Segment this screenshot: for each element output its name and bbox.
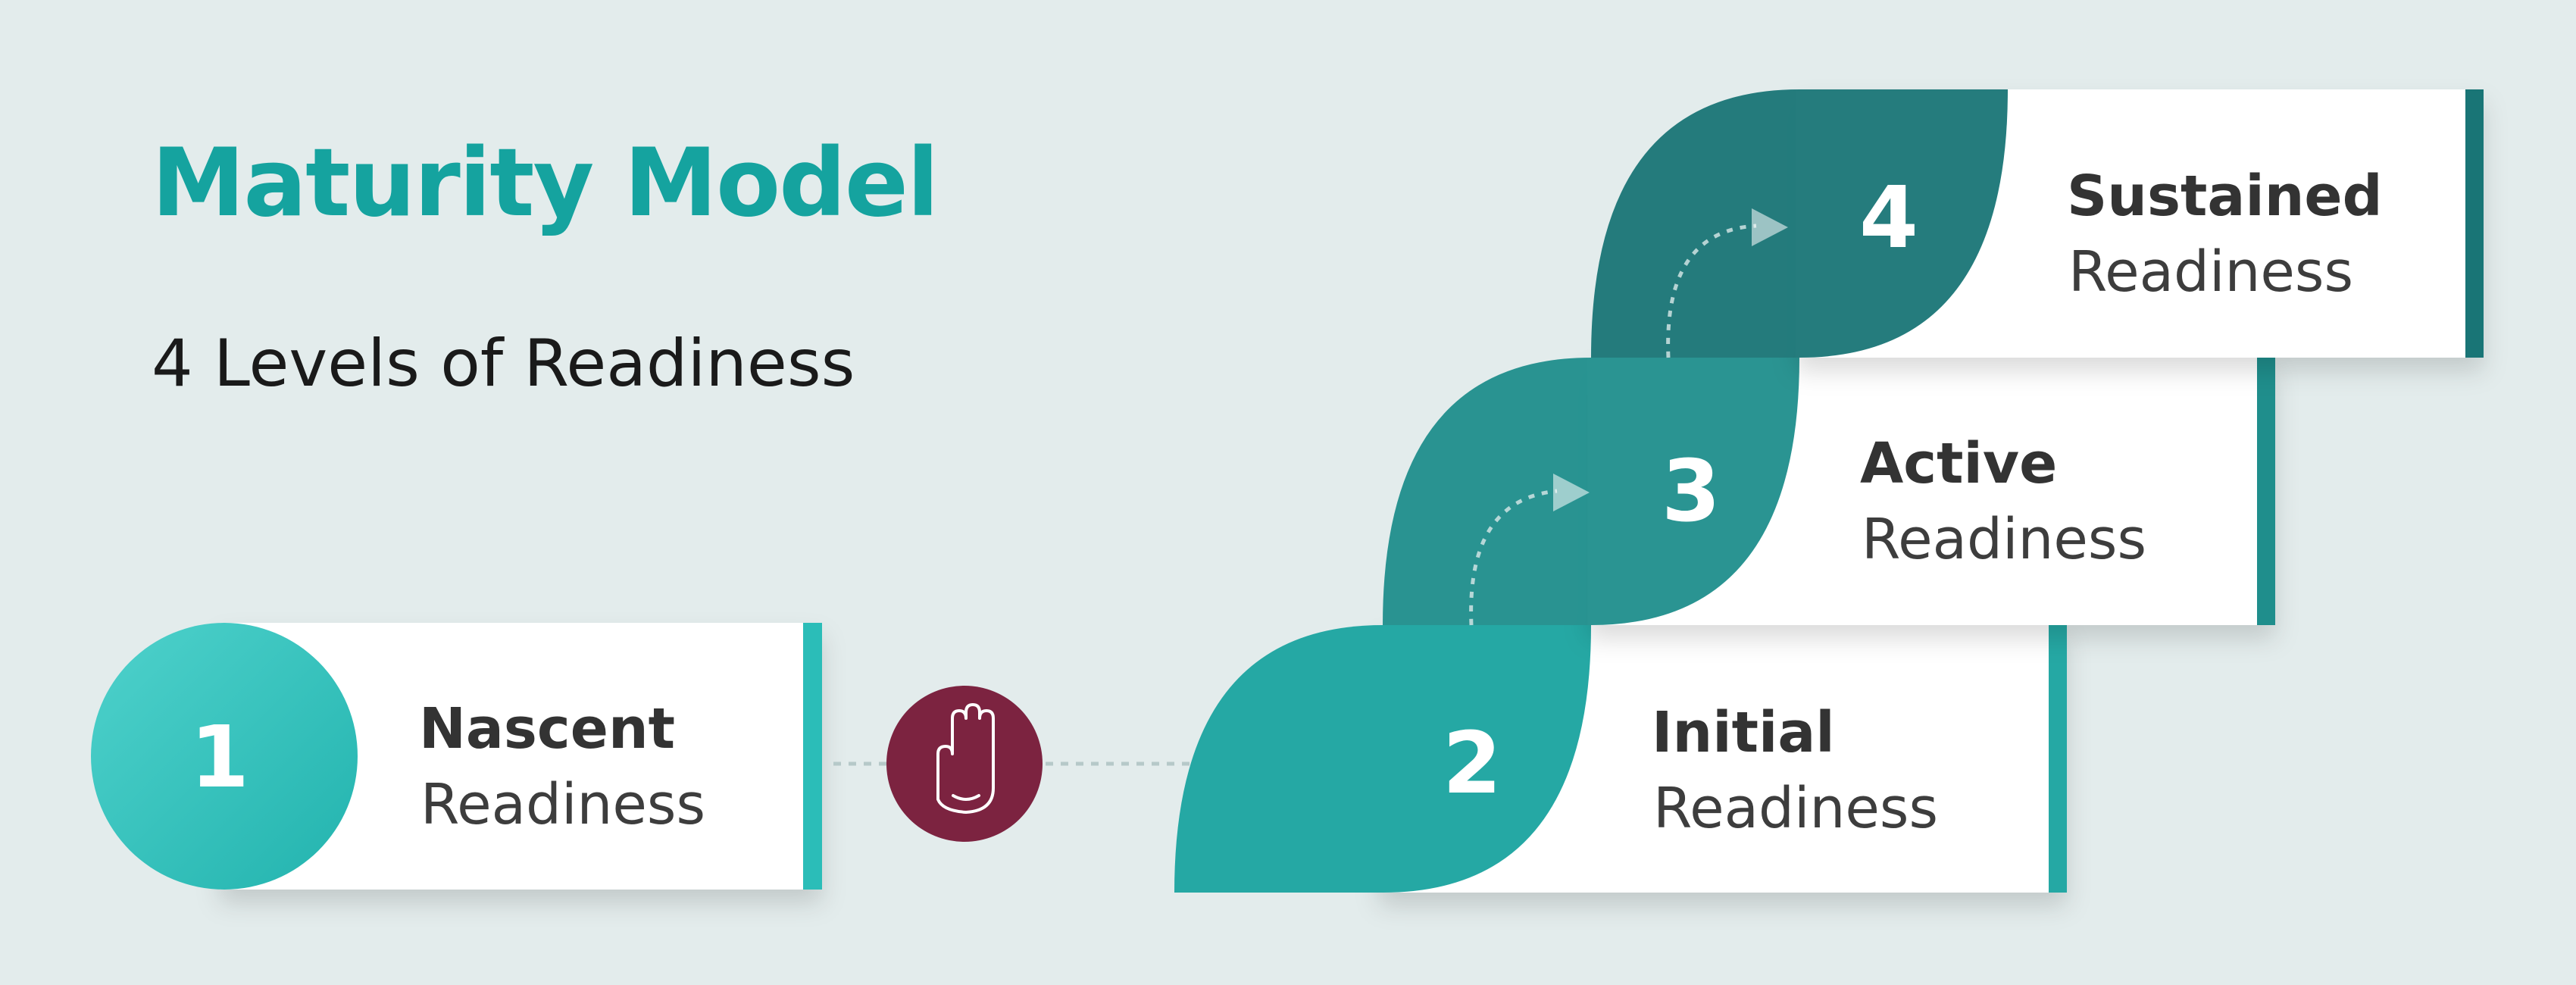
- level-2-leaf: [1174, 625, 1591, 893]
- level-2-accent-bar: [2049, 625, 2067, 893]
- progress-arrow-2-3: [1469, 474, 1590, 626]
- level-4-leaf: [1591, 89, 2008, 358]
- arrow-head-icon: [1553, 474, 1590, 511]
- level-4-number: 4: [1859, 169, 1918, 267]
- level-1-accent-bar: [803, 623, 822, 890]
- level-3-leaf: [1383, 358, 1799, 625]
- level-3-number: 3: [1662, 442, 1721, 541]
- page-subtitle: 4 Levels of Readiness: [152, 326, 855, 402]
- level-2-card: 2: [1174, 625, 2067, 893]
- level-1-circle: [91, 623, 358, 890]
- level-2-name: Initial: [1652, 700, 1835, 765]
- level-2-number: 2: [1443, 715, 1502, 813]
- level-1-card: 1: [91, 623, 822, 890]
- level-4-card: 4: [1591, 89, 2484, 358]
- level-1-number: 1: [190, 708, 249, 807]
- arrow-head-icon: [1752, 208, 1788, 246]
- level-3-card: 3: [1383, 358, 2275, 625]
- level-1-name: Nascent: [419, 696, 676, 761]
- raised-hand-icon: [886, 686, 1043, 842]
- progress-arrow-3-4: [1666, 208, 1788, 358]
- page-title: Maturity Model: [152, 129, 939, 238]
- level-4-name: Sustained: [2067, 164, 2383, 229]
- level-3-sub: Readiness: [1862, 507, 2147, 572]
- level-4-accent-bar: [2465, 89, 2484, 358]
- level-1-sub: Readiness: [420, 772, 706, 837]
- level-3-accent-bar: [2257, 358, 2275, 625]
- level-3-name: Active: [1860, 431, 2058, 496]
- level-2-sub: Readiness: [1653, 776, 1939, 841]
- level-4-sub: Readiness: [2068, 239, 2354, 305]
